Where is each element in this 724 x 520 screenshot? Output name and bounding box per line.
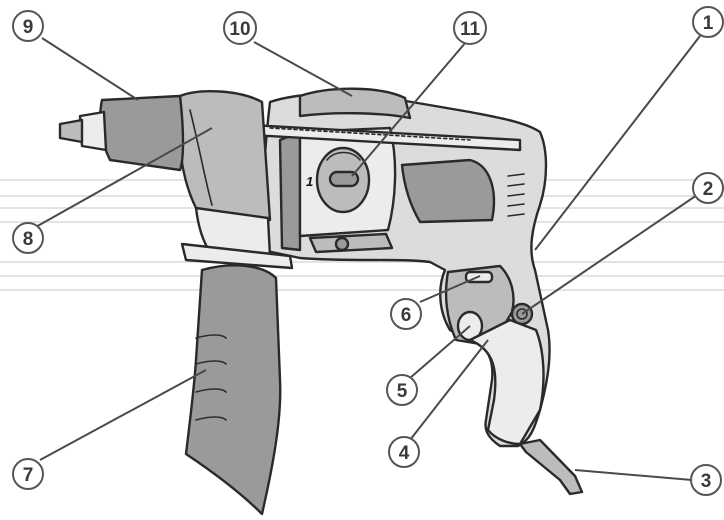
callout-4: 4 xyxy=(388,436,420,468)
top-cover xyxy=(298,87,412,120)
leader-6 xyxy=(419,275,481,303)
svg-text:5: 5 xyxy=(397,381,408,402)
svg-text:1: 1 xyxy=(703,13,714,34)
svg-text:11: 11 xyxy=(460,19,481,40)
callout-2: 2 xyxy=(692,172,724,204)
gear-housing xyxy=(177,90,272,222)
svg-text:6: 6 xyxy=(401,305,412,326)
callout-7: 7 xyxy=(12,458,44,490)
svg-text:7: 7 xyxy=(23,465,34,486)
callouts: 1 2 3 4 5 6 7 8 9 10 11 xyxy=(12,6,724,496)
svg-text:4: 4 xyxy=(399,443,410,464)
mid-band xyxy=(278,130,302,252)
leader-10 xyxy=(253,41,353,97)
power-cord xyxy=(518,438,584,496)
leader-2 xyxy=(521,194,698,315)
chuck xyxy=(58,94,185,172)
leader-8 xyxy=(33,127,213,229)
leader-9 xyxy=(41,37,139,101)
vent-panel xyxy=(400,158,496,224)
svg-text:9: 9 xyxy=(23,17,34,38)
svg-text:10: 10 xyxy=(229,19,250,40)
clamp-bracket xyxy=(308,232,394,254)
svg-text:2: 2 xyxy=(703,179,714,200)
clamp-screw xyxy=(334,236,350,252)
gear-housing-detail xyxy=(189,109,213,206)
leader-7 xyxy=(39,369,207,461)
leader-3 xyxy=(574,469,693,481)
callout-10: 10 xyxy=(223,11,257,45)
callout-1: 1 xyxy=(692,6,724,38)
leader-4 xyxy=(409,339,489,441)
callout-6: 6 xyxy=(390,298,422,330)
drill-illustration: 1 xyxy=(58,87,584,516)
leader-1 xyxy=(534,35,701,251)
callout-11: 11 xyxy=(453,11,487,45)
vent-slots xyxy=(507,173,525,217)
svg-text:3: 3 xyxy=(701,471,712,492)
svg-text:8: 8 xyxy=(23,229,34,250)
mode-selector xyxy=(315,146,371,214)
callout-5: 5 xyxy=(386,374,418,406)
main-handle xyxy=(468,318,545,446)
callout-3: 3 xyxy=(690,464,722,496)
speed-mark: 1 xyxy=(306,174,313,189)
leader-lines xyxy=(33,35,701,481)
auxiliary-handle xyxy=(180,206,294,516)
callout-9: 9 xyxy=(12,10,44,42)
leader-11 xyxy=(351,41,467,177)
callout-8: 8 xyxy=(12,222,44,254)
leader-5 xyxy=(409,325,471,379)
